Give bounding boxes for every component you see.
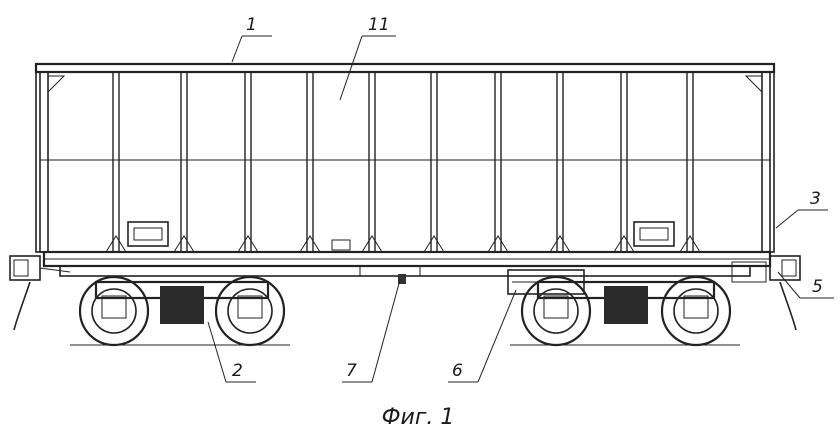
figure-caption: Фиг. 1 <box>382 405 455 430</box>
callout-3: 3 <box>810 189 821 209</box>
stanchion <box>430 71 438 253</box>
stanchions <box>105 71 701 253</box>
axle-box <box>543 295 569 319</box>
bogie-right <box>520 275 732 347</box>
axle-box <box>237 295 263 319</box>
end-equipment-left <box>9 255 71 331</box>
stanchion <box>244 71 252 253</box>
coupler-right-head <box>781 259 797 277</box>
callouts: 1 11 3 5 2 7 6 <box>207 15 834 383</box>
stanchion <box>306 71 314 253</box>
stanchion <box>686 71 694 253</box>
draft-rod-left <box>39 267 71 273</box>
stanchion-gusset <box>679 235 701 253</box>
end-box-right <box>731 261 767 283</box>
leader-3 <box>775 209 799 229</box>
spring-set <box>160 286 204 324</box>
stanchion <box>556 71 564 253</box>
callout-11: 11 <box>368 15 390 35</box>
axle-box <box>101 295 127 319</box>
hatch-right-inner <box>639 227 669 241</box>
hatch-left-inner <box>133 227 163 241</box>
stanchion-gusset <box>237 235 259 253</box>
brake-hose-left <box>13 281 31 331</box>
leader-7 <box>371 279 401 383</box>
coupler-left-head <box>13 259 29 277</box>
stanchion-gusset <box>549 235 571 253</box>
corner-bracket <box>47 75 66 94</box>
axle-box <box>683 295 709 319</box>
side-wall <box>35 71 775 253</box>
wheel-hub <box>533 288 579 334</box>
wheel <box>78 275 150 347</box>
car-body <box>34 62 776 277</box>
hatch-left <box>127 221 169 247</box>
wheel-hub <box>227 288 273 334</box>
callout-7: 7 <box>346 361 357 381</box>
stanchion-gusset <box>613 235 635 253</box>
center-plate <box>331 239 351 251</box>
end-post-right <box>761 71 771 253</box>
callout-6: 6 <box>452 361 463 381</box>
spring-set <box>604 286 648 324</box>
wheel <box>660 275 732 347</box>
hatch-right <box>633 221 675 247</box>
stanchion-gusset <box>361 235 383 253</box>
hatches <box>127 221 675 251</box>
leader-11 <box>339 35 363 101</box>
wheel-hub <box>91 288 137 334</box>
stanchion <box>494 71 502 253</box>
callout-1: 1 <box>246 15 257 35</box>
wheel <box>214 275 286 347</box>
stanchion-gusset <box>423 235 445 253</box>
stanchion-gusset <box>487 235 509 253</box>
leader-6 <box>477 289 517 383</box>
leader-2 <box>207 321 227 383</box>
bogie-left <box>78 275 286 347</box>
stanchion <box>620 71 628 253</box>
end-equipment-right <box>731 255 801 331</box>
callout-5: 5 <box>812 277 823 297</box>
center-sill-detail <box>359 265 421 277</box>
wheel-hub <box>673 288 719 334</box>
stanchion <box>368 71 376 253</box>
stanchion-gusset <box>173 235 195 253</box>
end-post-left <box>39 71 49 253</box>
top-chord <box>34 62 776 74</box>
sill-fitting <box>398 274 406 284</box>
stanchion <box>180 71 188 253</box>
stanchion-gusset <box>105 235 127 253</box>
wheel <box>520 275 592 347</box>
leader-5 <box>777 271 801 299</box>
stanchion <box>112 71 120 253</box>
leader-1 <box>231 35 243 63</box>
stanchion-gusset <box>299 235 321 253</box>
callout-2: 2 <box>232 361 243 381</box>
brake-hose-right <box>779 281 797 331</box>
corner-bracket <box>744 75 763 94</box>
